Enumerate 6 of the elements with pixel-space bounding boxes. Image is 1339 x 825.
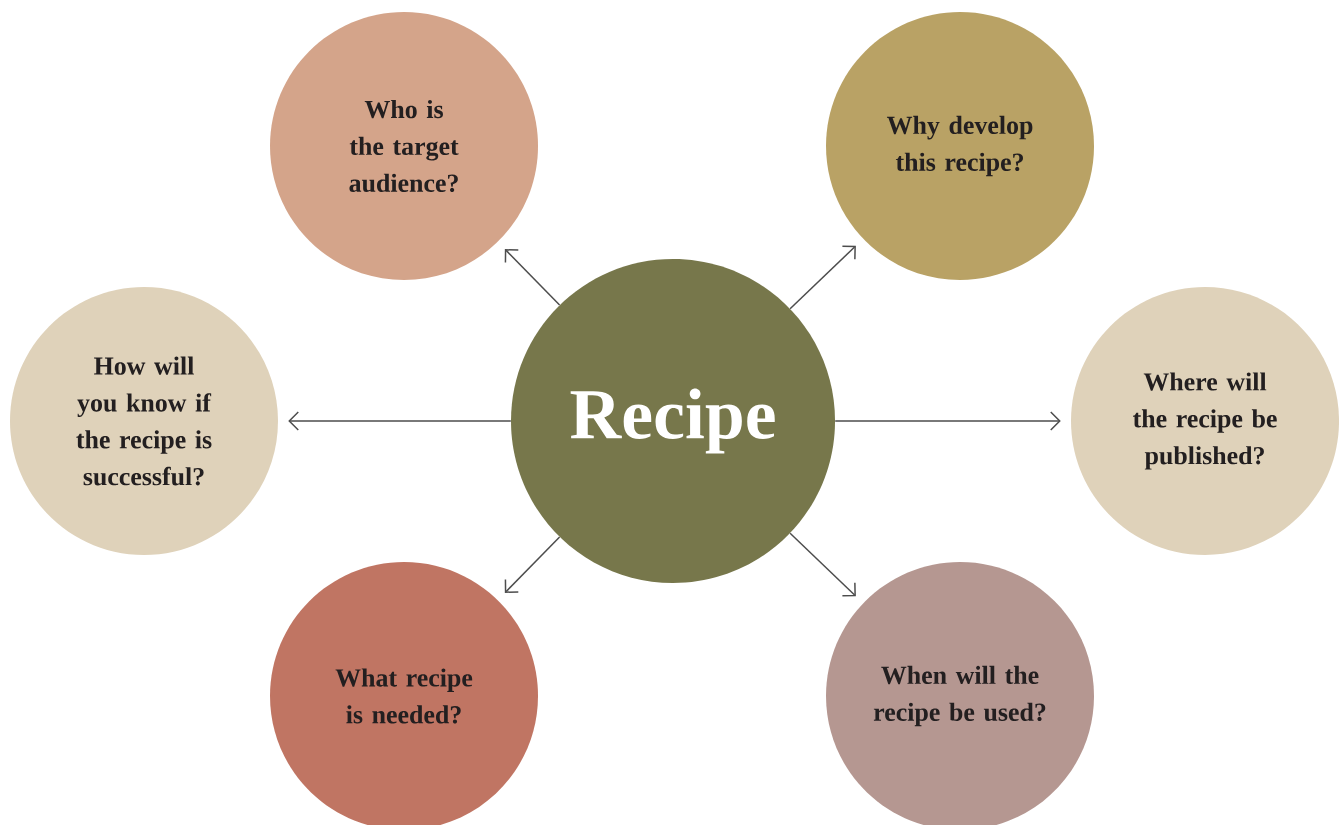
arrow: [789, 245, 856, 310]
arrow: [504, 536, 561, 593]
arrow: [834, 411, 1061, 431]
arrow: [288, 411, 512, 431]
arrow: [789, 532, 856, 597]
arrow: [504, 249, 561, 306]
